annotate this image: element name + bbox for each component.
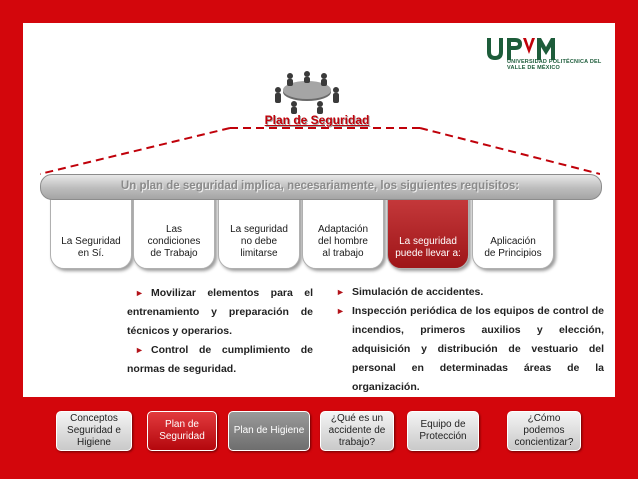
bullet-item: ►Control de cumplimiento de normas de se… [127, 341, 313, 379]
arrow-bullet-icon: ► [135, 288, 144, 298]
requirement-label: La Seguridad en Sí. [61, 236, 121, 259]
nav-button-accidente[interactable]: ¿Qué es un accidente de trabajo? [320, 411, 394, 451]
requirement-box: Aplicación de Principios [472, 195, 554, 269]
bullet-item: ►Simulación de accidentes. [336, 283, 604, 302]
requirement-box: Las condiciones de Trabajo [133, 195, 215, 269]
upvm-logo [487, 38, 555, 60]
requirement-label: La seguridad no debe limitarse [230, 224, 288, 259]
requirement-label: Adaptación del hombre al trabajo [317, 224, 369, 259]
requirements-banner [40, 174, 602, 200]
requirement-box: La Seguridad en Sí. [50, 195, 132, 269]
right-bullet-list: ►Simulación de accidentes. ►Inspección p… [336, 283, 604, 397]
requirement-box: Adaptación del hombre al trabajo [302, 195, 384, 269]
bullet-item: ►Movilizar elementos para el entrenamien… [127, 284, 313, 341]
arrow-bullet-icon: ► [336, 306, 345, 316]
bullet-item: ►Inspección periódica de los equipos de … [336, 302, 604, 397]
requirement-label: Las condiciones de Trabajo [147, 224, 201, 259]
requirement-box-highlighted: La seguridad puede llevar a: [387, 195, 469, 269]
requirement-box: La seguridad no debe limitarse [218, 195, 300, 269]
nav-button-plan-higiene[interactable]: Plan de Higiene [228, 411, 310, 451]
logo-subtitle: UNIVERSIDAD POLITÉCNICA DEL VALLE DE MÉX… [507, 59, 602, 71]
meeting-table-icon [275, 71, 339, 114]
nav-button-equipo[interactable]: Equipo de Protección [407, 411, 479, 451]
left-bullet-list: ►Movilizar elementos para el entrenamien… [127, 284, 313, 379]
arrow-bullet-icon: ► [336, 287, 345, 297]
banner-text: Un plan de seguridad implica, necesariam… [120, 180, 520, 192]
requirement-label: Aplicación de Principios [484, 236, 542, 259]
nav-button-concientizar[interactable]: ¿Cómo podemos concientizar? [507, 411, 581, 451]
page-title: Plan de Seguridad [264, 113, 370, 127]
connector-lines [40, 127, 600, 175]
nav-button-conceptos[interactable]: Conceptos Seguridad e Higiene [56, 411, 132, 451]
nav-button-plan-seguridad[interactable]: Plan de Seguridad [147, 411, 217, 451]
requirement-label: La seguridad puede llevar a: [395, 236, 461, 259]
arrow-bullet-icon: ► [135, 345, 144, 355]
